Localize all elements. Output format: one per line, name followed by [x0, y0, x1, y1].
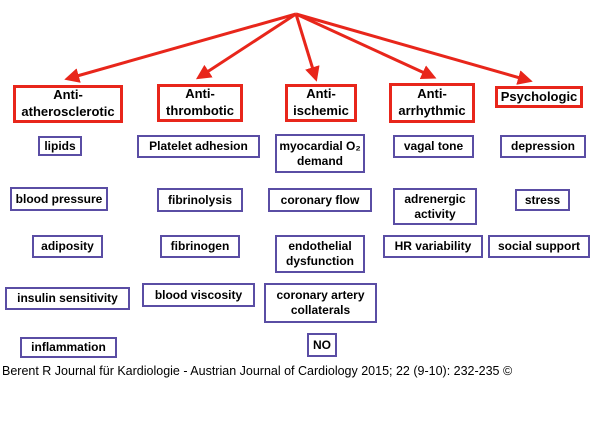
node-stress: stress	[515, 189, 570, 211]
node-adiposity: adiposity	[32, 235, 103, 258]
category-box-psychologic: Psychologic	[495, 86, 583, 108]
arrow-to-psychologic	[295, 12, 533, 85]
arrow-to-anti-thrombotic	[195, 12, 297, 80]
node-blood-viscosity: blood viscosity	[142, 283, 255, 307]
node-hr-variability: HR variability	[383, 235, 483, 258]
node-inflammation: inflammation	[20, 337, 117, 358]
node-no: NO	[307, 333, 337, 357]
node-lipids: lipids	[38, 136, 82, 156]
node-adrenergic-activity: adrenergic activity	[393, 188, 477, 225]
category-box-anti-ischemic: Anti- ischemic	[285, 84, 357, 122]
node-blood-pressure: blood pressure	[10, 187, 108, 211]
category-box-anti-arrhythmic: Anti- arrhythmic	[389, 83, 475, 123]
node-social-support: social support	[488, 235, 590, 258]
arrow-to-anti-ischemic	[294, 13, 320, 82]
category-box-anti-thrombotic: Anti- thrombotic	[157, 84, 243, 122]
node-endothelial-dysfunction: endothelial dysfunction	[275, 235, 365, 273]
node-fibrinolysis: fibrinolysis	[157, 188, 243, 212]
node-insulin-sensitivity: insulin sensitivity	[5, 287, 130, 310]
node-platelet-adhesion: Platelet adhesion	[137, 135, 260, 158]
node-coronary-artery-collaterals: coronary artery collaterals	[264, 283, 377, 323]
arrow-to-anti-atherosclerotic	[64, 12, 297, 83]
node-fibrinogen: fibrinogen	[160, 235, 240, 258]
node-depression: depression	[500, 135, 586, 158]
citation-text: Berent R Journal für Kardiologie - Austr…	[2, 364, 513, 378]
node-vagal-tone: vagal tone	[393, 135, 474, 158]
node-coronary-flow: coronary flow	[268, 188, 372, 212]
node-myocardial-o2-demand: myocardial O₂ demand	[275, 134, 365, 173]
category-box-anti-atherosclerotic: Anti- atherosclerotic	[13, 85, 123, 123]
arrow-to-anti-arrhythmic	[295, 12, 437, 80]
